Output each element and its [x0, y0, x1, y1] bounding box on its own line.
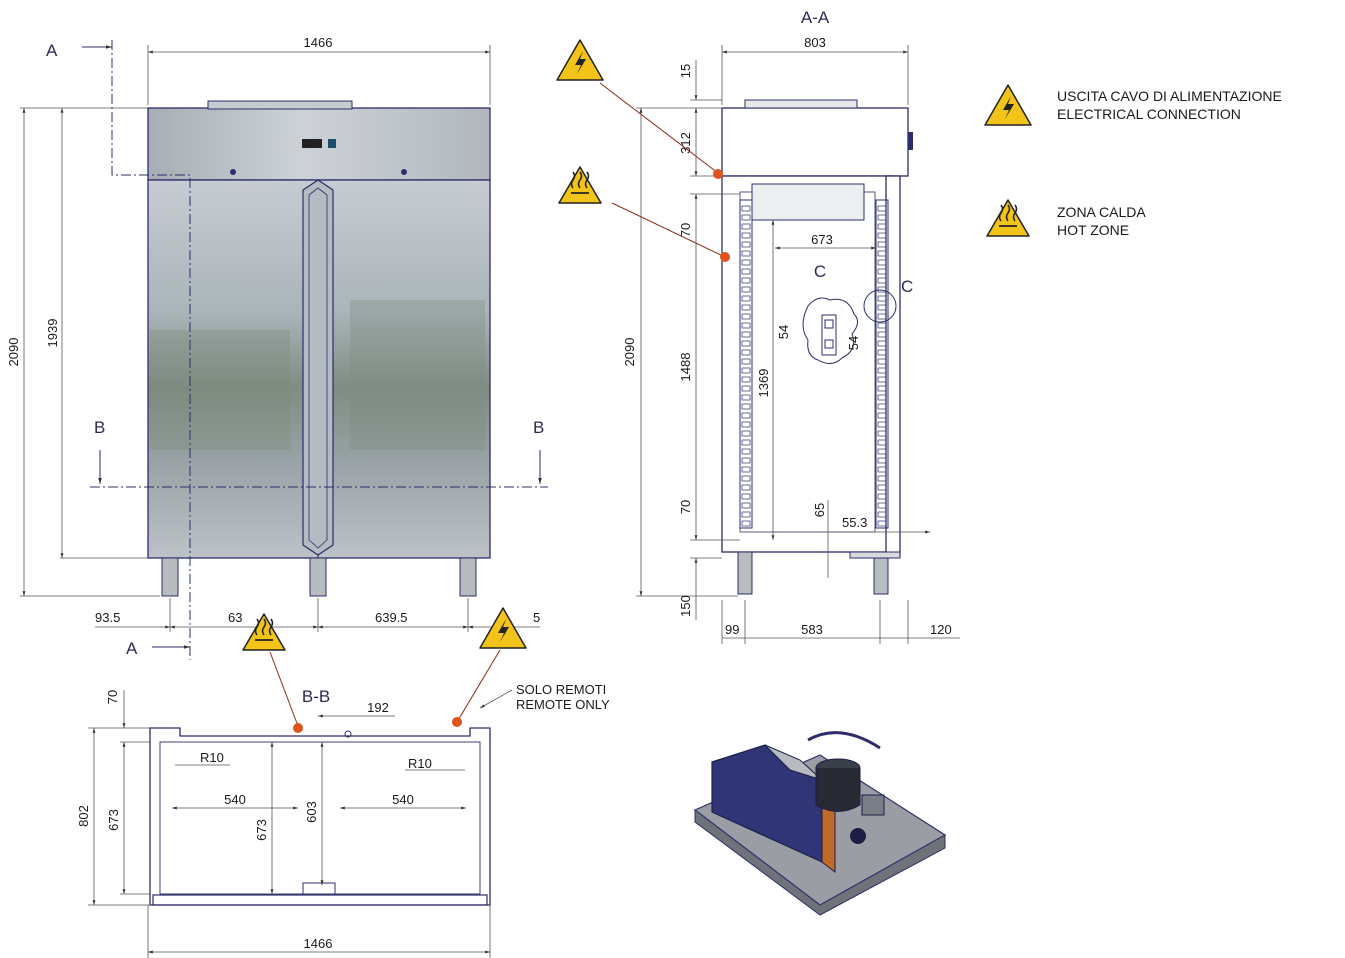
side-top-gap-dim: 15	[678, 64, 693, 78]
detail-c	[802, 297, 858, 364]
side-rail-pitch-a-dim: 54	[776, 325, 791, 339]
side-offset-dim: 55.3	[842, 515, 867, 530]
plan-top-gap-dim: 70	[105, 690, 120, 704]
side-bottom-step-dim: 65	[812, 503, 827, 517]
side-back-offset-dim: 99	[725, 622, 739, 637]
side-top-unit	[721, 107, 909, 177]
section-b-left-label: B	[94, 418, 105, 437]
plan-view	[88, 689, 513, 958]
section-b-right-label: B	[533, 418, 544, 437]
side-evaporator	[751, 183, 865, 221]
side-leg-span-dim: 583	[801, 622, 823, 637]
front-leg-center	[309, 557, 327, 597]
plan-radius-left: R10	[200, 750, 224, 765]
side-height-total-dim: 2090	[622, 338, 637, 367]
legend-hot-it: ZONA CALDA	[1057, 204, 1146, 220]
side-view	[636, 45, 960, 644]
plan-depth-total-dim: 802	[76, 805, 91, 827]
legend-electrical: USCITA CAVO DI ALIMENTAZIONE ELECTRICAL …	[1057, 87, 1282, 123]
plan-depth-inner-mid-dim: 673	[254, 819, 269, 841]
plan-depth-inner-dim: 673	[106, 809, 121, 831]
side-top-unit-dim: 312	[678, 132, 693, 154]
side-interior-height-dim: 1488	[678, 353, 693, 382]
plan-span-left-dim: 540	[224, 792, 246, 807]
rail-right	[877, 205, 887, 527]
front-leg-left	[161, 557, 179, 597]
legend-electrical-icon	[984, 84, 1032, 126]
plan-radius-right: R10	[408, 756, 432, 771]
plan-offset-dim: 192	[367, 700, 389, 715]
side-legs-dim: 150	[678, 595, 693, 617]
front-leg-right	[459, 557, 477, 597]
section-a-bottom-label: A	[126, 639, 138, 658]
front-width-dim: 1466	[304, 35, 333, 50]
side-door-depth-dim: 120	[930, 622, 952, 637]
condensing-unit-illustration	[693, 731, 947, 916]
electrical-icon	[556, 39, 604, 81]
hot-zone-marker	[720, 252, 730, 262]
legend-hot-zone-icon	[986, 199, 1030, 237]
front-top-cap	[207, 100, 353, 110]
detail-c-marker: C	[901, 277, 913, 296]
front-left-span-dim: 63	[228, 610, 242, 625]
electrical-icon	[479, 607, 527, 649]
front-switch	[328, 139, 336, 148]
remote-note-line2: REMOTE ONLY	[516, 697, 610, 712]
legend-electrical-en: ELECTRICAL CONNECTION	[1057, 106, 1241, 122]
remote-note-line1: SOLO REMOTI	[516, 682, 606, 697]
side-lower-gap-dim: 70	[678, 500, 693, 514]
section-bb-title: B-B	[302, 687, 330, 706]
front-right-offset-dim: 5	[533, 610, 540, 625]
side-rail-height-dim: 1369	[756, 369, 771, 398]
side-rail-pitch-b-dim: 54	[846, 336, 861, 350]
hot-zone-icon	[558, 166, 602, 204]
hot-zone-plan-marker	[293, 723, 303, 733]
front-view	[20, 40, 548, 660]
electrical-marker	[713, 169, 723, 179]
side-upper-gap-dim: 70	[678, 223, 693, 237]
side-depth-dim: 803	[804, 35, 826, 50]
detail-c-label: C	[814, 262, 826, 281]
front-display	[302, 139, 322, 148]
legend-hot-en: HOT ZONE	[1057, 222, 1130, 238]
front-height-total-dim: 2090	[6, 338, 21, 367]
legend-electrical-it: USCITA CAVO DI ALIMENTAZIONE	[1057, 88, 1282, 104]
section-a-top-label: A	[46, 41, 58, 60]
rail-left	[741, 205, 751, 527]
hot-zone-icon	[242, 613, 286, 651]
plan-width-dim: 1466	[304, 936, 333, 951]
side-interior-width-dim: 673	[811, 232, 833, 247]
front-height-body-dim: 1939	[45, 319, 60, 348]
section-aa-title: A-A	[801, 8, 830, 27]
legend-hot-zone: ZONA CALDA HOT ZONE	[1057, 203, 1146, 239]
plan-span-right-dim: 540	[392, 792, 414, 807]
front-left-offset-dim: 93.5	[95, 610, 120, 625]
electrical-plan-marker	[452, 717, 462, 727]
front-handle	[302, 179, 334, 556]
front-right-span-dim: 639.5	[375, 610, 408, 625]
plan-depth-center-dim: 603	[304, 801, 319, 823]
